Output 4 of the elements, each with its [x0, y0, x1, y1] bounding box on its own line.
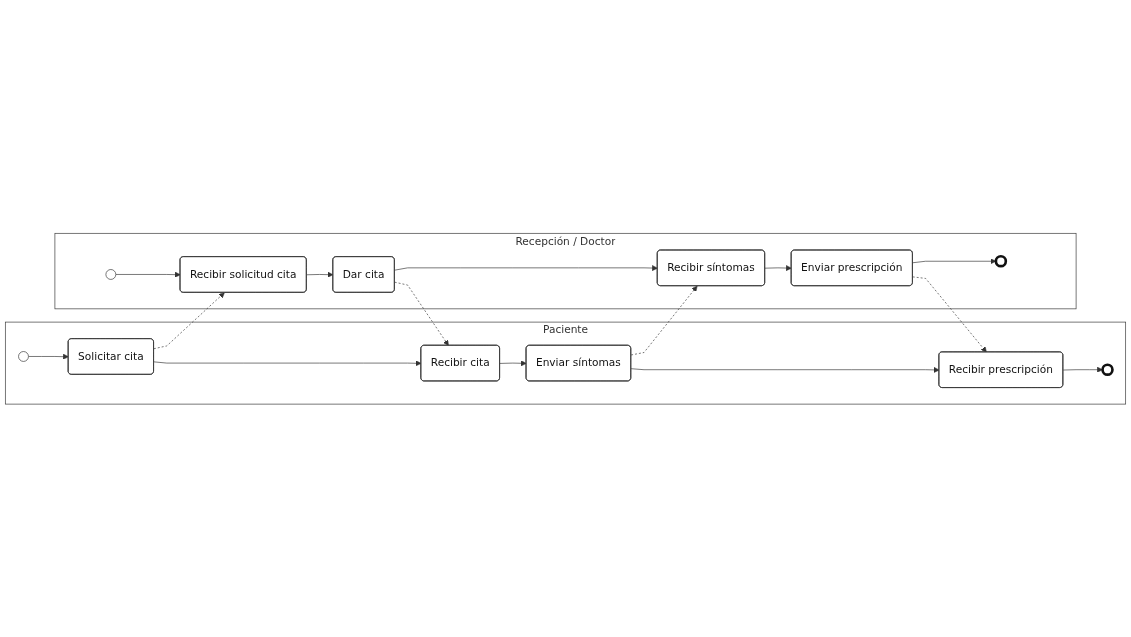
- node-circle: [1101, 363, 1114, 376]
- node-circle: [18, 351, 29, 362]
- node-circle: [994, 254, 1008, 268]
- node-circle: [105, 268, 117, 280]
